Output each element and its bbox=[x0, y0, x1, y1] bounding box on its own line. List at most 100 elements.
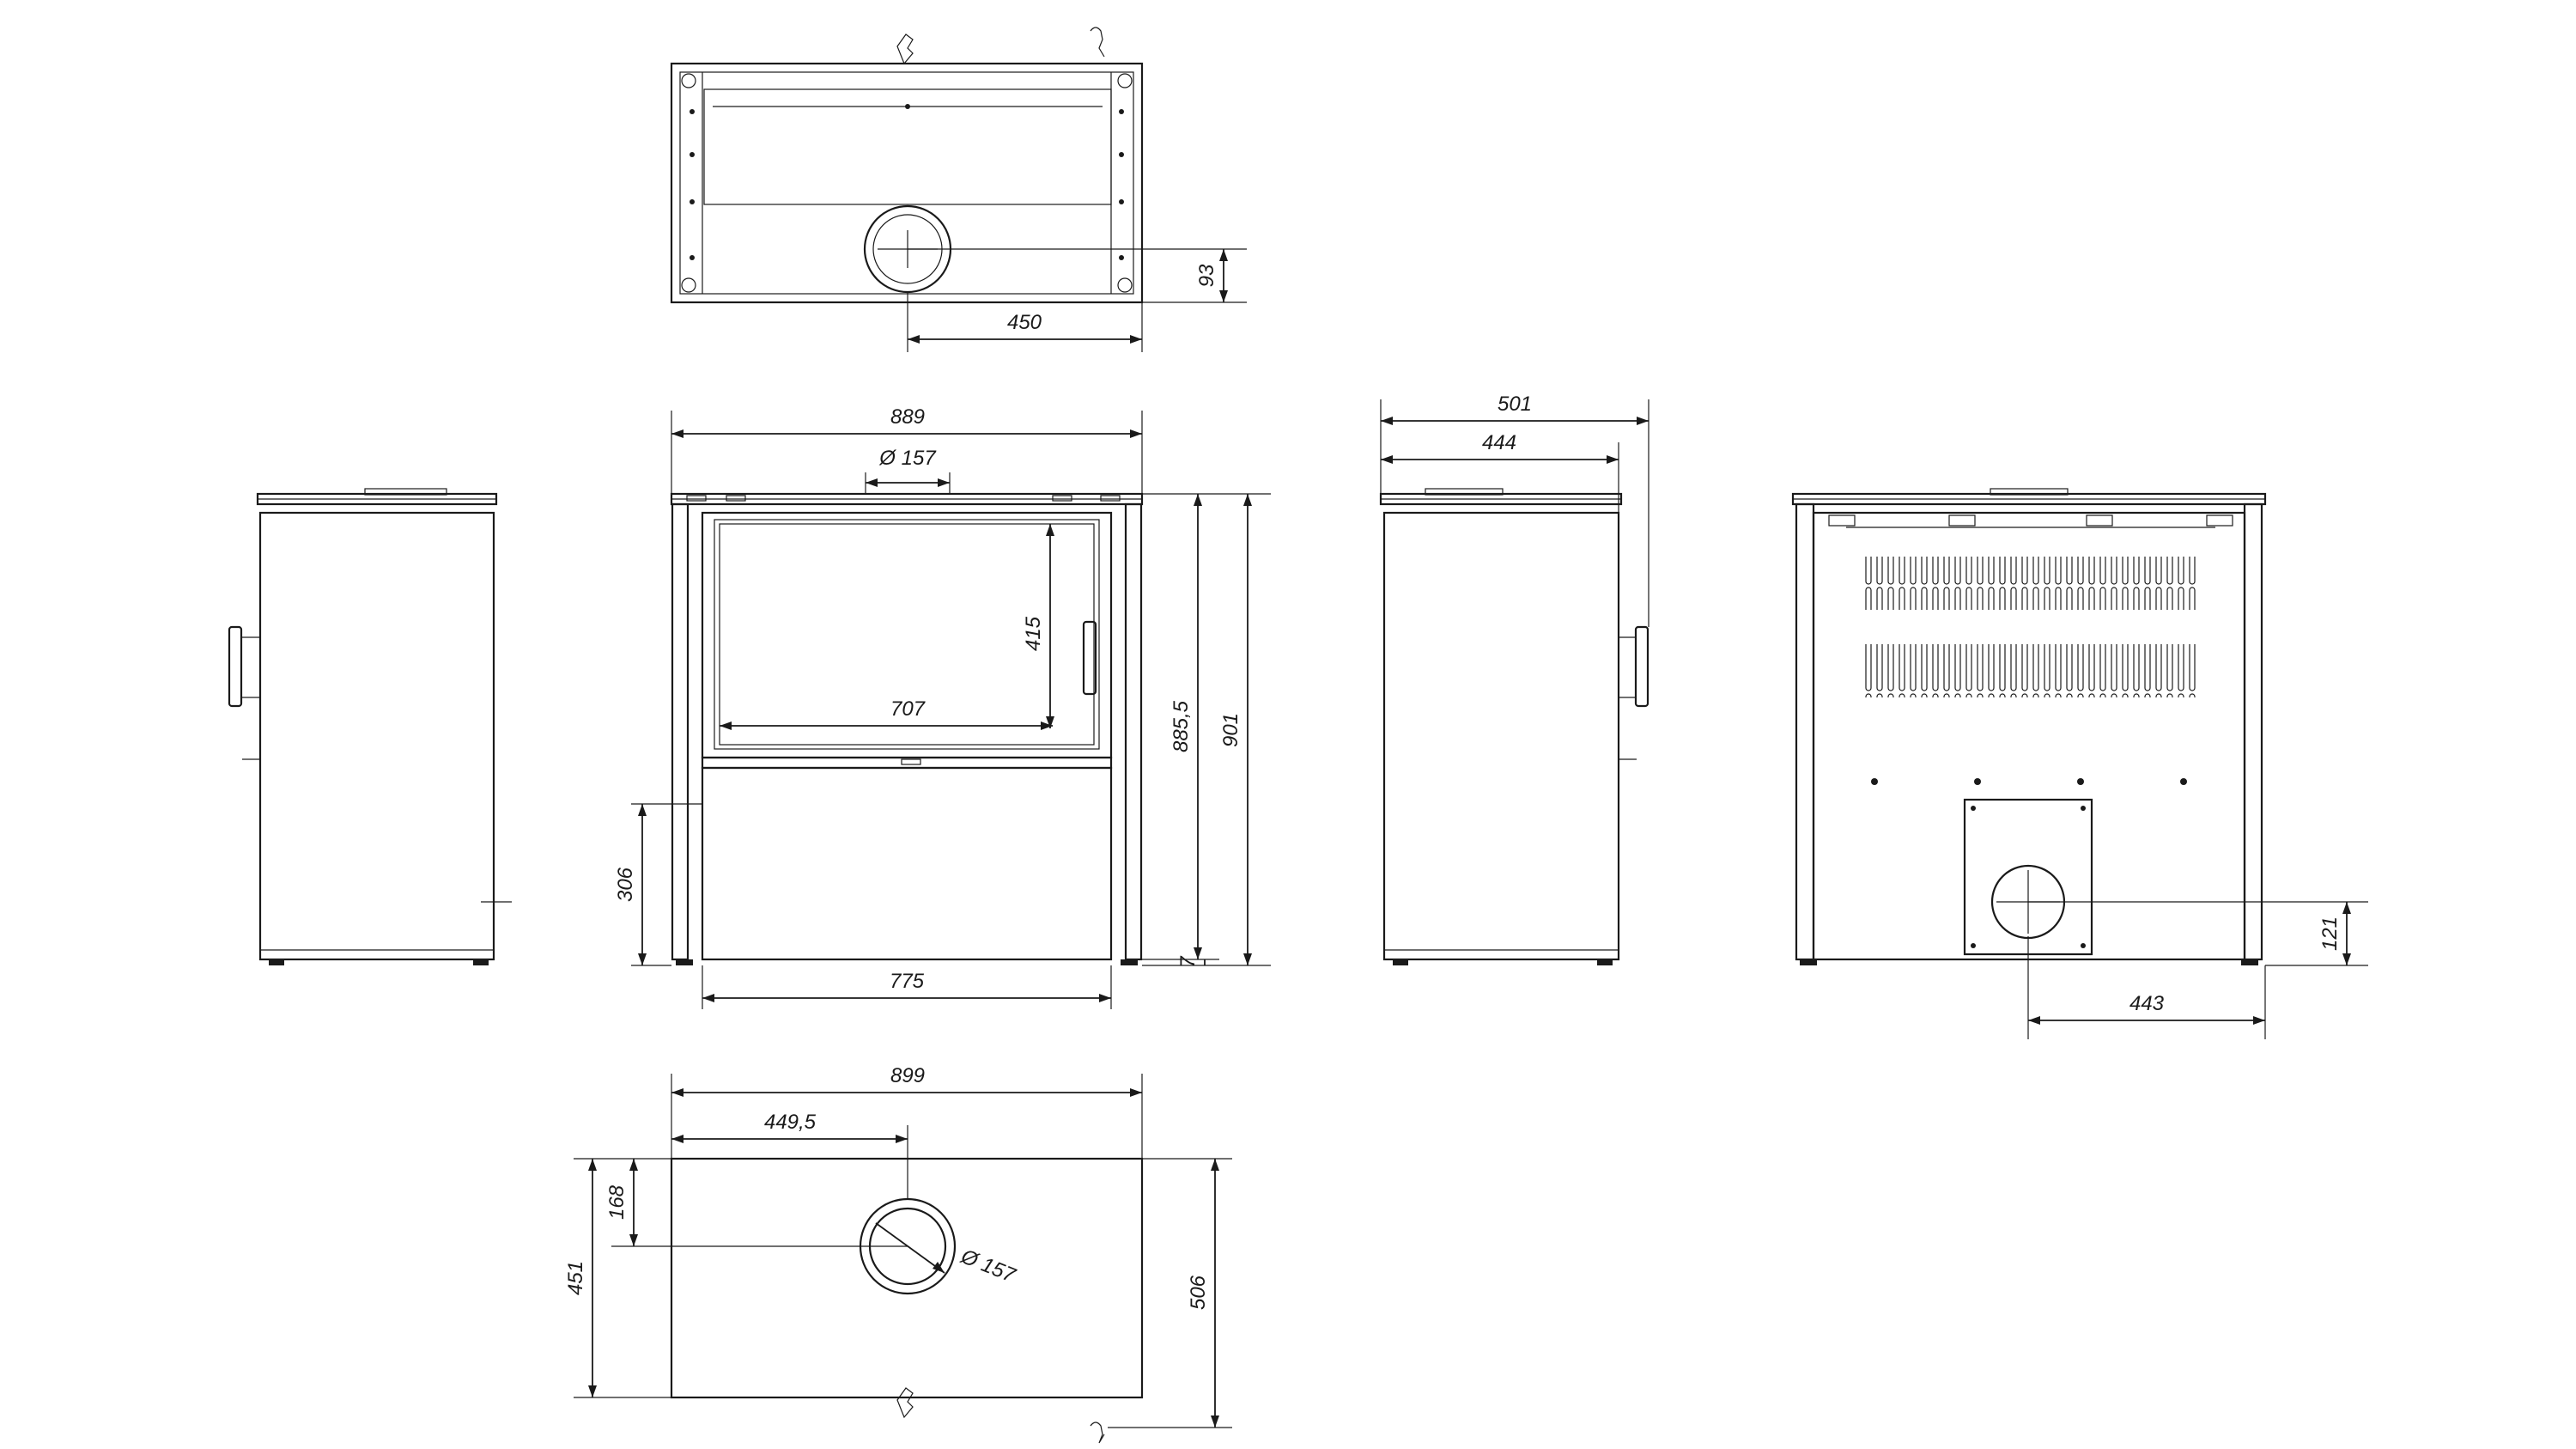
rear-screws bbox=[1871, 778, 2187, 785]
dim-506: 506 bbox=[1108, 1158, 1232, 1428]
plan-handle bbox=[896, 1387, 914, 1419]
arrow bbox=[908, 335, 920, 344]
right-side-foot bbox=[1393, 959, 1408, 965]
right-side-view bbox=[1379, 488, 1649, 965]
front-right-leg bbox=[1124, 502, 1143, 961]
arrow bbox=[1381, 417, 1393, 425]
top-view bbox=[670, 27, 1144, 304]
rear-body bbox=[1812, 511, 2246, 961]
front-view bbox=[670, 492, 1144, 965]
dim-415-label: 415 bbox=[1022, 616, 1045, 651]
arrow bbox=[638, 804, 647, 816]
dim-306-label: 306 bbox=[614, 867, 637, 902]
right-side-door-handle bbox=[1634, 625, 1649, 708]
dim-449-5-label: 449,5 bbox=[764, 1111, 817, 1134]
arrow bbox=[1637, 417, 1649, 425]
dim-901-label: 901 bbox=[1219, 713, 1242, 747]
rear-top-cap bbox=[1990, 488, 2069, 496]
arrow bbox=[638, 953, 647, 965]
dim-450-label: 450 bbox=[1007, 311, 1042, 334]
left-side-foot bbox=[473, 959, 489, 965]
dim-7-label: 7 bbox=[1176, 955, 1200, 968]
rear-foot bbox=[1800, 959, 1817, 965]
dim-415: 415 bbox=[1022, 524, 1054, 728]
arrow bbox=[1130, 1088, 1142, 1097]
front-base-panel bbox=[701, 766, 1113, 961]
dim-775: 775 bbox=[702, 965, 1112, 1009]
arrow bbox=[1130, 429, 1142, 438]
front-door-handle bbox=[1082, 620, 1097, 696]
top-view-inner-outline bbox=[679, 71, 1134, 295]
top-view-outline bbox=[670, 62, 1144, 304]
arrow bbox=[1046, 524, 1054, 536]
dim-443-label: 443 bbox=[2129, 992, 2165, 1015]
dim-889: 889 bbox=[671, 405, 1143, 494]
dim-443: 443 bbox=[2027, 936, 2266, 1039]
arrow bbox=[702, 994, 714, 1002]
arrow bbox=[629, 1159, 638, 1171]
arrow bbox=[1194, 494, 1202, 506]
dim-451: 451 bbox=[564, 1159, 671, 1398]
arrow bbox=[1099, 994, 1111, 1002]
left-side-top-cap bbox=[364, 488, 447, 496]
dim-121-label: 121 bbox=[2318, 916, 2342, 951]
plan-hook bbox=[1090, 1422, 1105, 1444]
dim-707-label: 707 bbox=[890, 697, 927, 721]
arrow bbox=[1041, 721, 1053, 730]
left-side-foot bbox=[269, 959, 284, 965]
rear-louver-upper bbox=[1863, 557, 2198, 610]
arrow bbox=[588, 1159, 597, 1171]
arrow bbox=[2342, 953, 2351, 965]
dim-775-label: 775 bbox=[890, 970, 925, 993]
arrow bbox=[1211, 1416, 1219, 1428]
arrow bbox=[671, 429, 683, 438]
top-view-flue-box bbox=[703, 88, 1112, 205]
arrow bbox=[1130, 335, 1142, 344]
dim-451-label: 451 bbox=[564, 1261, 587, 1295]
dim-plan-flue: Ø 157 bbox=[875, 1222, 1020, 1288]
rear-louver-lower bbox=[1863, 644, 2198, 697]
dim-7: 7 bbox=[1176, 955, 1206, 968]
right-side-top-cap bbox=[1425, 488, 1504, 496]
right-side-foot bbox=[1597, 959, 1613, 965]
plan-outline bbox=[670, 1157, 1144, 1399]
top-view-corner-hole bbox=[681, 277, 696, 293]
top-view-handle bbox=[896, 33, 914, 65]
dim-449-5: 449,5 bbox=[671, 1111, 908, 1199]
dim-121: 121 bbox=[2028, 901, 2368, 966]
rear-foot bbox=[2241, 959, 2258, 965]
bottom-plan-view bbox=[670, 1157, 1144, 1444]
arrow bbox=[1607, 455, 1619, 464]
rear-view bbox=[1791, 488, 2267, 965]
dim-885-5: 885,5 bbox=[1142, 493, 1271, 966]
top-view-hook bbox=[1090, 27, 1105, 58]
dim-899-label: 899 bbox=[890, 1064, 925, 1087]
arrow bbox=[1219, 249, 1228, 261]
dim-501: 501 bbox=[1380, 393, 1649, 627]
dim-444-label: 444 bbox=[1482, 431, 1516, 454]
arrow bbox=[1046, 716, 1054, 728]
arrow bbox=[720, 721, 732, 730]
dim-444: 444 bbox=[1381, 431, 1619, 513]
top-view-center-mark bbox=[905, 104, 910, 109]
right-side-body bbox=[1382, 511, 1620, 961]
dim-168-label: 168 bbox=[605, 1184, 629, 1220]
arrow bbox=[866, 478, 878, 487]
dim-506-label: 506 bbox=[1187, 1275, 1210, 1310]
dim-plan-flue-line bbox=[875, 1222, 945, 1274]
arrow bbox=[1194, 947, 1202, 959]
left-side-door-handle bbox=[228, 625, 243, 708]
arrow bbox=[1243, 494, 1252, 506]
top-view-corner-hole bbox=[1117, 73, 1133, 88]
front-top-vents bbox=[686, 495, 1121, 502]
dim-899: 899 bbox=[671, 1064, 1143, 1159]
dim-plan-flue-label: Ø 157 bbox=[957, 1245, 1020, 1288]
arrow bbox=[1243, 953, 1252, 965]
arrow bbox=[671, 1088, 683, 1097]
rear-right-leg bbox=[2243, 502, 2263, 961]
dim-450: 450 bbox=[907, 292, 1143, 352]
arrow bbox=[588, 1385, 597, 1397]
arrow bbox=[629, 1234, 638, 1246]
front-ash-tray-knob bbox=[901, 758, 921, 765]
dim-901: 901 bbox=[1219, 494, 1252, 965]
